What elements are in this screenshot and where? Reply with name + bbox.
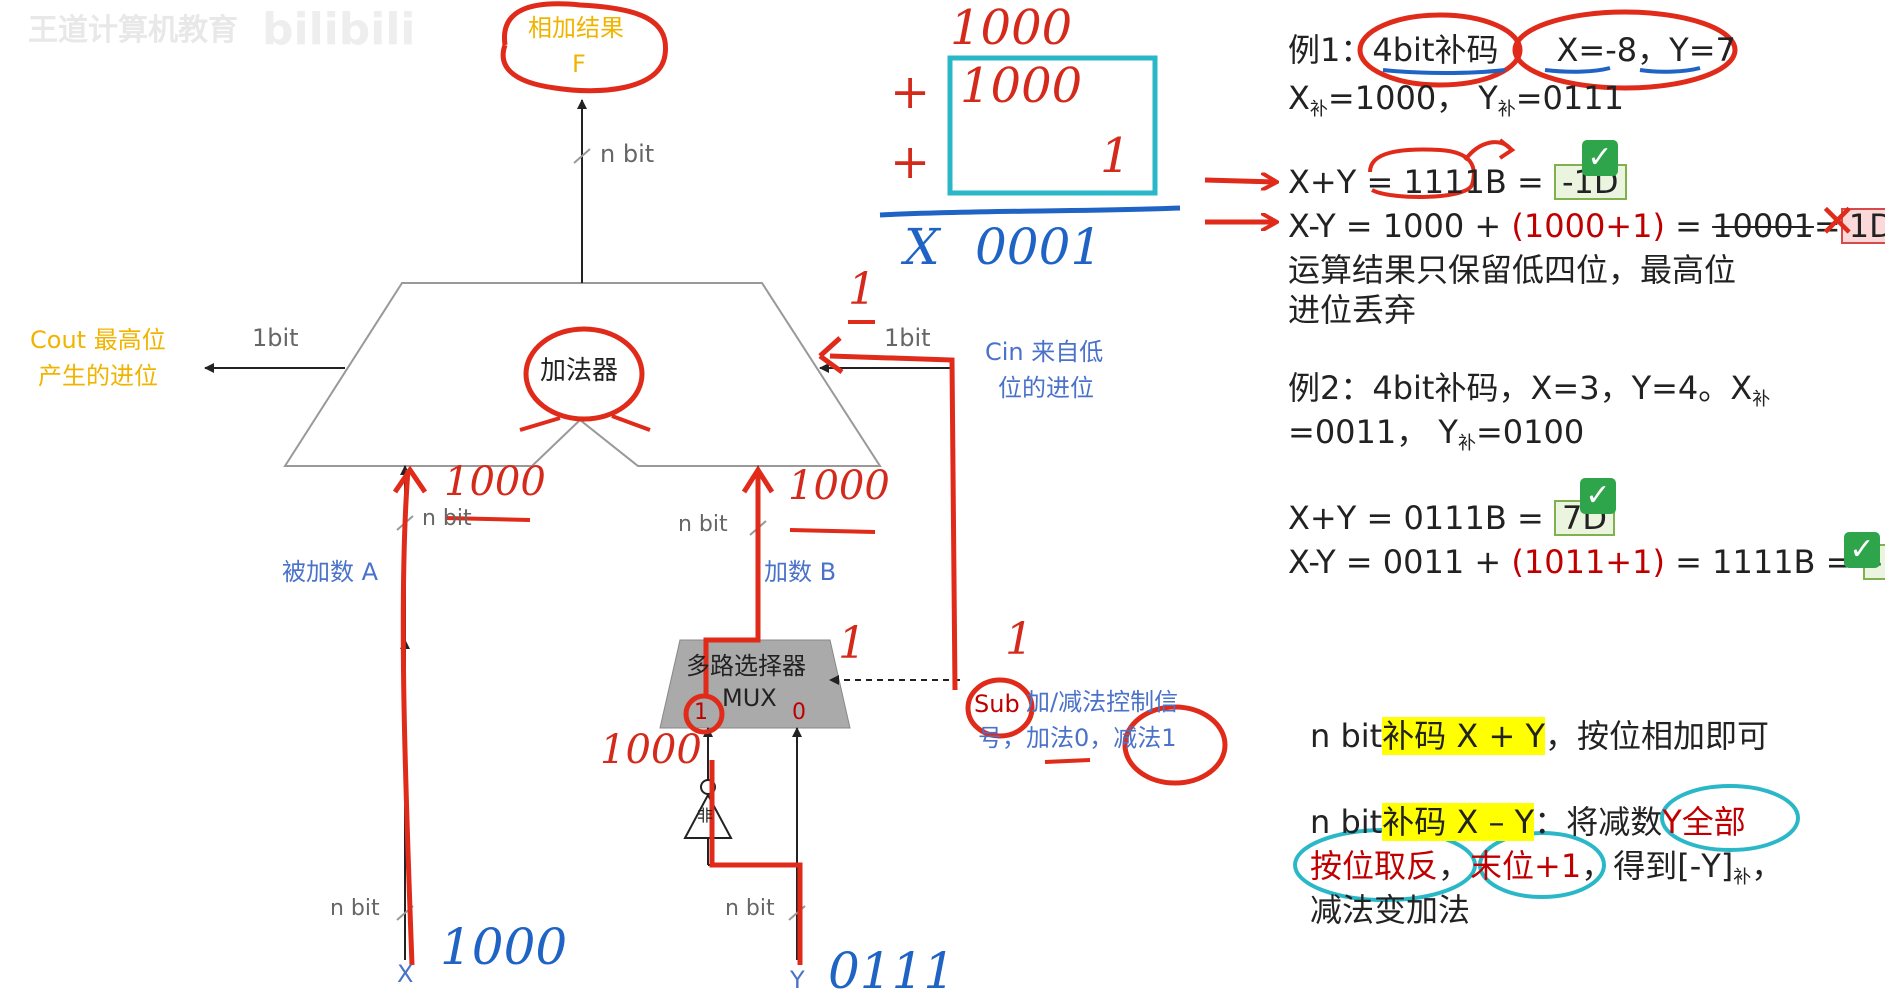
hand-mux-ctrl-value: 1 bbox=[838, 618, 866, 669]
bus-x-label: n bit bbox=[330, 896, 380, 921]
bus-b-label: n bit bbox=[678, 512, 728, 537]
mux-input-1-label: 1 bbox=[694, 700, 708, 725]
example-1-y: Y=7 bbox=[1669, 31, 1736, 69]
control-label-1: 加/减法控制信 bbox=[1026, 688, 1179, 716]
example-1-x: X=-8 bbox=[1556, 31, 1638, 69]
hand-result: 0001 bbox=[975, 218, 1103, 276]
mux-label: 多路选择器 bbox=[686, 652, 806, 680]
output-label: 相加结果 bbox=[528, 14, 624, 42]
input-a-label: 被加数 A bbox=[282, 558, 379, 586]
hand-sub-value: 1 bbox=[1005, 614, 1033, 665]
example-1-complement: X补=1000，Y补=0111 bbox=[1288, 79, 1624, 120]
hand-x-value: 1000 bbox=[440, 918, 568, 976]
example-2-line-2: =0011， Y补=0100 bbox=[1288, 413, 1585, 454]
sub-signal-label: Sub bbox=[974, 690, 1020, 718]
cout-bits-label: 1bit bbox=[252, 324, 299, 352]
example-2-add-check-icon: ✓ bbox=[1580, 478, 1616, 514]
watermark-text: 王道计算机教育 bbox=[28, 13, 238, 48]
example-1-note-1: 运算结果只保留低四位，最高位 bbox=[1288, 251, 1737, 289]
rule-sub-line-2: 按位取反，末位+1，得到[-Y]补， bbox=[1310, 847, 1784, 888]
cout-label-2: 产生的进位 bbox=[38, 362, 158, 390]
bilibili-logo: bilibili bbox=[262, 4, 416, 55]
hand-strike: X bbox=[904, 218, 940, 276]
control-label-2: 号，加法0，减法1 bbox=[978, 724, 1177, 752]
bus-a-label: n bit bbox=[422, 506, 472, 531]
rule-add: n bit补码 X + Y，按位相加即可 bbox=[1310, 717, 1770, 755]
sub-highlight-circle bbox=[965, 677, 1035, 739]
hand-plus-1: + bbox=[890, 64, 931, 120]
hand-a-value: 1000 bbox=[444, 459, 546, 505]
rule-sub-line-3: 减法变加法 bbox=[1310, 891, 1471, 929]
x-input-label: X bbox=[397, 960, 414, 988]
example-2-sub-check-icon: ✓ bbox=[1844, 532, 1880, 568]
hand-sum-row2: 1000 bbox=[960, 58, 1083, 114]
mux-sub-label: MUX bbox=[722, 684, 777, 712]
cin-label-1: Cin 来自低 bbox=[985, 338, 1104, 366]
example-2-line-1: 例2：4bit补码，X=3，Y=4。X补 bbox=[1288, 369, 1771, 410]
example-1-add-check-icon: ✓ bbox=[1582, 140, 1618, 176]
example-1-sub-cross-icon: ✕ bbox=[1818, 194, 1857, 248]
hand-carry: 1 bbox=[1100, 128, 1131, 184]
y-input-label: Y bbox=[790, 966, 805, 994]
example-1-title: 例1： bbox=[1288, 31, 1373, 69]
example-1-sub-result: 1D bbox=[1840, 208, 1885, 244]
hand-sum-row1: 1000 bbox=[950, 0, 1073, 56]
input-b-label: 加数 B bbox=[764, 558, 837, 586]
rule-sub-line-1: n bit补码 X – Y：将减数Y全部 bbox=[1310, 803, 1746, 841]
example-1-sub: X-Y = 1000 + (1000+1) = 10001=1D bbox=[1288, 208, 1885, 244]
example-1-add-binary: 1111B bbox=[1403, 163, 1507, 201]
adder-block bbox=[283, 282, 882, 467]
adder-highlight-circle bbox=[523, 326, 645, 422]
output-var: F bbox=[572, 50, 586, 78]
cout-label-1: Cout 最高位 bbox=[30, 326, 166, 354]
example-1-add: X+Y = 1111B = -1D bbox=[1288, 164, 1627, 200]
hand-b-value: 1000 bbox=[788, 463, 890, 509]
hand-mux-value: 1000 bbox=[600, 727, 702, 773]
output-highlight-circle bbox=[500, 1, 669, 94]
not-gate-label: 非 bbox=[697, 806, 714, 825]
adder-label: 加法器 bbox=[540, 356, 619, 386]
hand-y-value: 0111 bbox=[828, 942, 956, 1000]
sum-box bbox=[947, 55, 1158, 196]
cin-label-2: 位的进位 bbox=[998, 374, 1094, 402]
cin-bits-label: 1bit bbox=[884, 324, 931, 352]
bus-output-label: n bit bbox=[600, 140, 655, 168]
hand-cin-value: 1 bbox=[848, 264, 876, 315]
example-1-note-2: 进位丢弃 bbox=[1288, 291, 1417, 329]
example-2-add: X+Y = 0111B = 7D bbox=[1288, 500, 1615, 536]
bus-y-label: n bit bbox=[725, 896, 775, 921]
example-1-bits: 4bit补码 bbox=[1372, 31, 1499, 69]
hand-plus-2: + bbox=[890, 134, 931, 190]
mux-input-0-label: 0 bbox=[792, 700, 806, 725]
example-2-sub: X-Y = 0011 + (1011+1) = 1111B = -1D bbox=[1288, 544, 1885, 580]
